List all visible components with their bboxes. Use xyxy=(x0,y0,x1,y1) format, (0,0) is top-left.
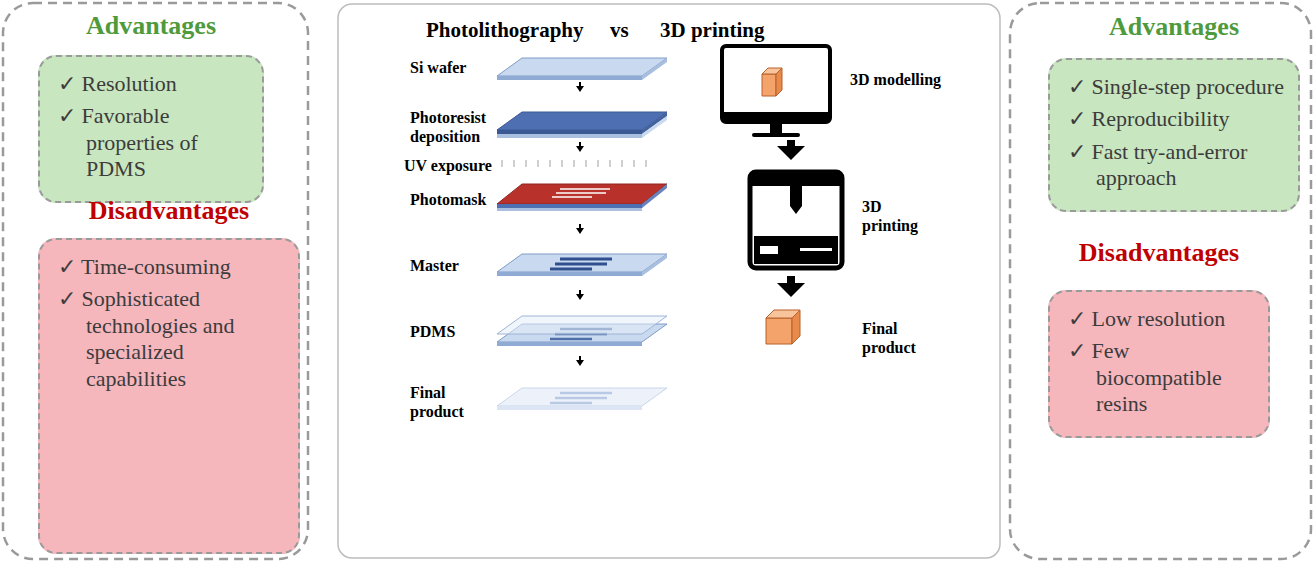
list-box: Disadvantages✓ Time-consuming✓ Sophistic… xyxy=(38,238,300,554)
list-item: ✓ Low resolution xyxy=(1068,306,1254,332)
step-label: Si wafer xyxy=(410,58,494,77)
list-box: Disadvantages✓ Low resolution✓ Few bioco… xyxy=(1048,290,1270,438)
step-label: Master xyxy=(410,256,494,275)
center-panel-outline xyxy=(338,4,1000,558)
list-item: ✓ Favorable properties of PDMS xyxy=(58,103,248,182)
section-heading: Advantages xyxy=(40,11,262,41)
outer-panels xyxy=(3,3,1311,559)
list-box: Advantages✓ Single-step procedure✓ Repro… xyxy=(1048,58,1300,212)
photolithography-steps xyxy=(497,58,667,410)
list-item: ✓ Reproducibility xyxy=(1068,106,1284,132)
step-label: 3D printing xyxy=(862,197,932,235)
step-label: Photomask xyxy=(410,190,494,209)
list-item: ✓ Few biocompatible resins xyxy=(1068,338,1254,417)
step-label: UV exposure xyxy=(404,156,500,175)
step-label: 3D modelling xyxy=(850,70,970,89)
section-heading: Advantages xyxy=(1050,12,1298,42)
section-heading: Disadvantages xyxy=(40,196,298,226)
list-item: ✓ Fast try-and-error approach xyxy=(1068,139,1284,192)
panel-title: vs xyxy=(610,18,629,43)
list-item: ✓ Resolution xyxy=(58,71,248,97)
step-label: Final product xyxy=(410,383,470,421)
panel-title: 3D printing xyxy=(660,18,764,43)
list-item: ✓ Single-step procedure xyxy=(1068,74,1284,100)
step-label: Final product xyxy=(862,319,932,357)
section-heading: Disadvantages xyxy=(1050,238,1268,268)
list-box: Advantages✓ Resolution✓ Favorable proper… xyxy=(38,55,264,203)
step-label: PDMS xyxy=(410,322,494,341)
list-item: ✓ Sophisticated technologies and special… xyxy=(58,286,284,392)
panel-title: Photolithography xyxy=(426,18,584,43)
list-item: ✓ Time-consuming xyxy=(58,254,284,280)
printing-steps xyxy=(722,46,842,344)
step-label: Photoresist deposition xyxy=(410,108,496,146)
